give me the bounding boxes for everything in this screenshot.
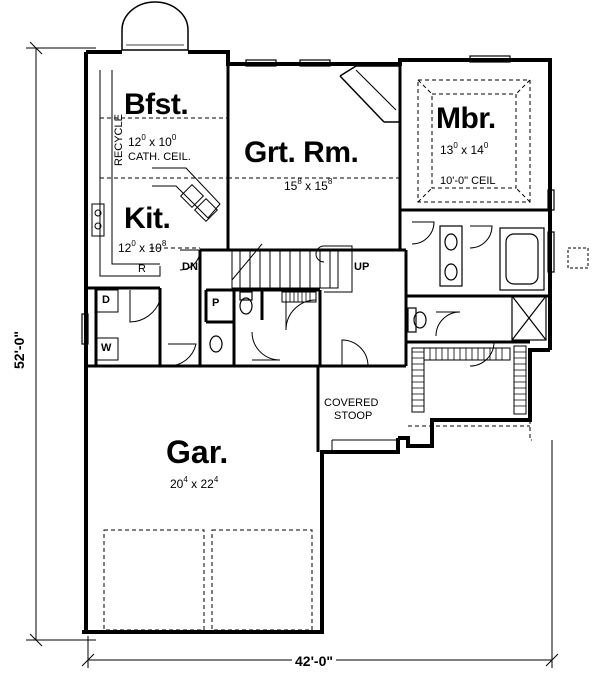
breakfast-depth-in: 0 bbox=[171, 133, 177, 142]
master-dimensions: 130 x 140 bbox=[440, 141, 489, 157]
doors bbox=[129, 221, 495, 367]
pantry-label: P bbox=[212, 297, 220, 309]
fireplace bbox=[339, 65, 401, 123]
kitchen-width-in: 0 bbox=[131, 239, 136, 248]
garage-depth-ft: 22 bbox=[200, 477, 214, 491]
ceiling-lines bbox=[100, 117, 400, 249]
stoop bbox=[331, 439, 398, 452]
bath-fixtures bbox=[209, 225, 547, 353]
master-width-ft: 13 bbox=[440, 143, 454, 157]
kitchen-width-ft: 12 bbox=[118, 241, 132, 255]
stairs-up-label: UP bbox=[354, 261, 370, 273]
great-room-dimensions: 158 x 158 bbox=[284, 177, 333, 193]
recycle-label: RECYCLE bbox=[113, 114, 125, 166]
breakfast-x: x bbox=[149, 135, 156, 149]
kitchen-label: Kit. bbox=[124, 202, 171, 235]
dryer-label: D bbox=[102, 294, 110, 306]
washer-label: W bbox=[101, 342, 112, 354]
garage-label: Gar. bbox=[166, 434, 229, 470]
breakfast-width-ft: 12 bbox=[128, 135, 142, 149]
closet-shelves bbox=[281, 291, 527, 415]
overall-depth: 52'-0" bbox=[11, 328, 27, 372]
master-depth-ft: 14 bbox=[470, 143, 484, 157]
covered-stoop-line2: STOOP bbox=[334, 410, 373, 422]
great-room-x: x bbox=[305, 179, 312, 193]
kitchen-depth-in: 8 bbox=[161, 239, 167, 248]
great-room-depth-in: 8 bbox=[327, 177, 333, 186]
breakfast-dimensions: 120 x 100 bbox=[128, 133, 177, 149]
master-label: Mbr. bbox=[436, 102, 496, 135]
great-room-width-in: 8 bbox=[297, 177, 302, 186]
garage-width-ft: 20 bbox=[170, 477, 184, 491]
stairs bbox=[231, 243, 353, 293]
kitchen-x: x bbox=[139, 241, 146, 255]
tray-ceiling bbox=[417, 79, 531, 203]
covered-stoop-line1: COVERED bbox=[324, 397, 379, 409]
bay-window bbox=[121, 1, 189, 51]
windows bbox=[81, 55, 555, 345]
refrigerator-label: R bbox=[138, 263, 146, 275]
garage-depth-in: 4 bbox=[213, 475, 219, 484]
master-ceiling-note: 10'-0" CEIL bbox=[440, 175, 496, 187]
master-depth-in: 0 bbox=[483, 141, 489, 150]
garage-doors bbox=[103, 529, 313, 631]
kitchen-depth-ft: 10 bbox=[148, 241, 162, 255]
great-room-width-ft: 15 bbox=[284, 179, 298, 193]
ac-pad bbox=[567, 247, 589, 269]
garage-width-in: 4 bbox=[183, 475, 188, 484]
master-x: x bbox=[461, 143, 468, 157]
great-room-depth-ft: 15 bbox=[314, 179, 328, 193]
garage-x: x bbox=[191, 477, 198, 491]
breakfast-ceiling-note: CATH. CEIL. bbox=[128, 151, 191, 163]
breakfast-depth-ft: 10 bbox=[158, 135, 172, 149]
kitchen-dimensions: 120 x 108 bbox=[118, 239, 167, 255]
breakfast-label: Bfst. bbox=[124, 88, 189, 121]
great-room-label: Grt. Rm. bbox=[244, 136, 359, 169]
overall-width: 42'-0" bbox=[292, 654, 336, 668]
garage-dimensions: 204 x 224 bbox=[170, 475, 219, 491]
laundry-appliances bbox=[95, 289, 119, 361]
breakfast-width-in: 0 bbox=[141, 133, 146, 142]
stairs-down-label: DN bbox=[182, 261, 198, 273]
master-width-in: 0 bbox=[453, 141, 458, 150]
kitchen-counters bbox=[91, 70, 221, 277]
porch-dashed bbox=[408, 350, 532, 441]
